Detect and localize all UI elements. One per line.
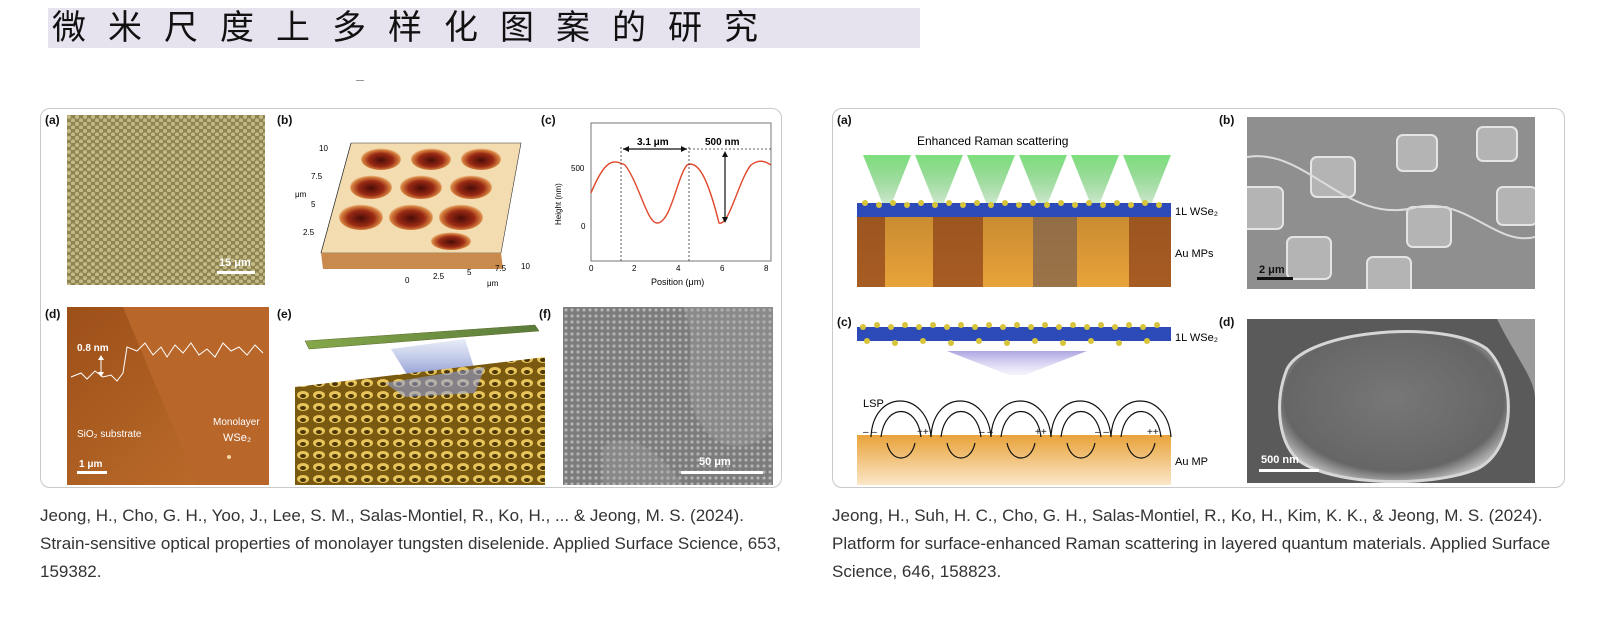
panel-c-ylabel: Height (nm) (554, 183, 563, 225)
right-panel-d-scalebar (1259, 469, 1319, 472)
caption-left: Jeong, H., Cho, G. H., Yoo, J., Lee, S. … (40, 506, 781, 581)
right-panel-a-substrate-label: Au MPs (1175, 248, 1214, 260)
panel-c-period-label: 3.1 μm (637, 137, 669, 148)
panel-c-ytick-500: 500 (571, 164, 585, 173)
panel-b-ytick-2: 7.5 (311, 172, 323, 181)
panel-f-scale-text: 50 μm (699, 456, 731, 468)
panel-a-hex-image: 15 μm (67, 115, 265, 285)
right-panel-a-schematic: Enhanced Raman scattering (857, 123, 1237, 295)
panel-c-xtick-0: 0 (589, 264, 594, 273)
panel-b-ytick-4: 2.5 (303, 228, 315, 237)
panel-b-xtick-1: 2.5 (433, 272, 445, 281)
panel-c-depth-label: 500 nm (705, 137, 740, 148)
panel-f-sem-image: 50 μm (563, 307, 773, 485)
panel-c-xtick-2: 2 (632, 264, 637, 273)
caption-right: Jeong, H., Suh, H. C., Cho, G. H., Salas… (832, 506, 1551, 581)
panel-d-scalebar (77, 471, 107, 474)
panel-b-ytick-1: 10 (319, 144, 328, 153)
right-panel-d-sem-image: 500 nm (1247, 319, 1535, 483)
panel-b-ytick-3: 5 (311, 200, 316, 209)
panel-b-xunit: μm (487, 279, 499, 288)
svg-text:– –: – – (979, 427, 993, 438)
svg-text:++: ++ (1147, 427, 1159, 438)
panel-c-xtick-6: 6 (720, 264, 725, 273)
right-panel-c-schematic: 1L WSe₂ LSP – –+ (857, 319, 1237, 485)
panel-d-label: (d) (45, 307, 61, 321)
panel-d-scale-text: 1 μm (79, 459, 102, 470)
right-panel-a-layer-label: 1L WSe₂ (1175, 206, 1218, 218)
right-panel-a-title: Enhanced Raman scattering (917, 134, 1068, 148)
panel-d-material-label: WSe₂ (223, 432, 251, 444)
right-panel-a-label: (a) (837, 113, 852, 127)
panel-b-label: (b) (277, 113, 293, 127)
svg-text:– –: – – (1095, 427, 1109, 438)
panel-b-afm-3d: 10 7.5 μm 5 2.5 0 2.5 5 μm 7.5 10 (281, 123, 541, 289)
panel-c-label: (c) (541, 113, 556, 127)
panel-c-xtick-4: 4 (676, 264, 681, 273)
right-panel-c-lsp-label: LSP (863, 398, 884, 410)
panel-d-afm-image: 0.8 nm SiO₂ substrate Monolayer WSe₂ 1 μ… (67, 307, 269, 485)
panel-b-yunit: μm (295, 190, 307, 199)
panel-a-label: (a) (45, 113, 60, 127)
right-panel-c-substrate-label: Au MP (1175, 456, 1208, 468)
panel-a-scale-text: 15 μm (219, 257, 251, 269)
panel-b-xtick-3: 7.5 (495, 264, 507, 273)
panel-c-xlabel: Position (μm) (651, 277, 704, 287)
right-panel-c-layer-label: 1L WSe₂ (1175, 332, 1218, 344)
right-panel-b-label: (b) (1219, 113, 1235, 127)
divider-mark (356, 80, 364, 81)
right-panel-d-label: (d) (1219, 315, 1235, 329)
panel-b-xtick-4: 10 (521, 262, 530, 271)
panel-d-substrate-label: SiO₂ substrate (77, 429, 142, 440)
panel-b-xtick-0: 0 (405, 276, 410, 285)
right-panel-b-scalebar (1257, 277, 1293, 280)
panel-f-label: (f) (539, 307, 551, 321)
figure-left: (a) 15 μm (b) (40, 108, 782, 488)
figure-right: (a) Enhanced Raman scattering (832, 108, 1565, 488)
panel-c-xtick-8: 8 (764, 264, 769, 273)
panel-f-scalebar (681, 471, 763, 474)
svg-text:++: ++ (917, 427, 929, 438)
panel-e-label: (e) (277, 307, 292, 321)
panel-d-height-label: 0.8 nm (77, 343, 109, 354)
panel-c-ytick-0: 0 (581, 222, 586, 231)
panel-c-height-profile: Height (nm) 500 0 0 2 4 6 8 Position (μm… (547, 119, 779, 291)
right-panel-d-scale-text: 500 nm (1261, 454, 1299, 466)
panel-b-xtick-2: 5 (467, 268, 472, 277)
panel-a-scalebar (217, 271, 255, 274)
panel-e-schematic (295, 317, 545, 485)
page-title: 微米尺度上多样化图案的研究 (48, 8, 920, 48)
panel-c-profile-line (590, 160, 772, 224)
right-panel-c-label: (c) (837, 315, 852, 329)
right-panel-b-scale-text: 2 μm (1259, 264, 1285, 276)
svg-text:++: ++ (1035, 427, 1047, 438)
panel-d-monolayer-label: Monolayer (213, 417, 260, 428)
svg-text:– –: – – (863, 427, 877, 438)
right-panel-b-sem-image: 2 μm (1247, 117, 1535, 289)
